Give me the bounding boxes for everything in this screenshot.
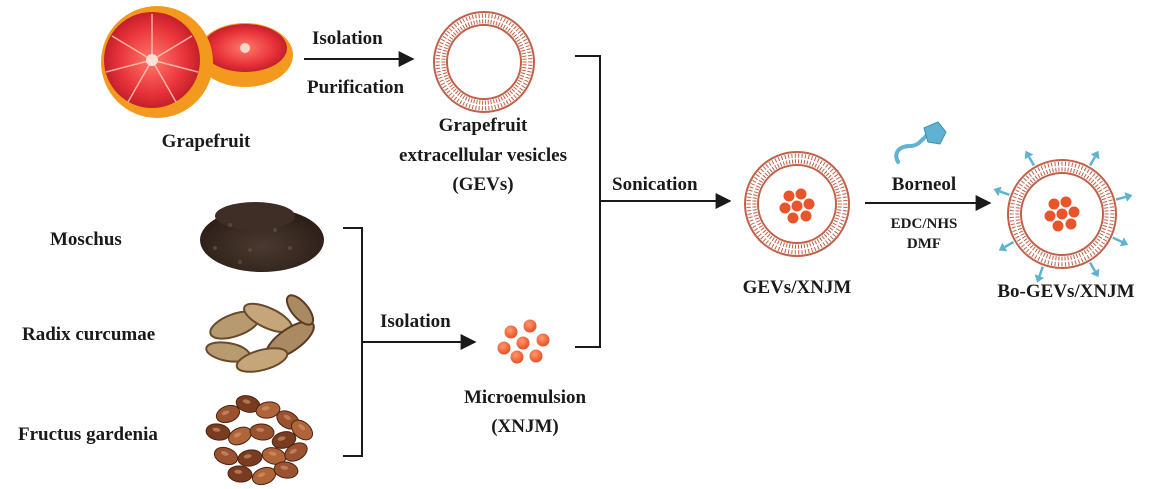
sonication-label: Sonication	[612, 174, 698, 195]
microemulsion-droplets	[497, 319, 550, 364]
fructus-gardenia-image	[205, 395, 314, 486]
gev-label-line3: (GEVs)	[452, 174, 513, 195]
moschus-image	[200, 202, 324, 272]
grapefruit-image	[101, 6, 293, 118]
purification-label: Purification	[307, 77, 405, 98]
bo-gevs-xnjm-label: Bo-GEVs/XNJM	[997, 281, 1134, 302]
borneol-icon	[894, 121, 947, 164]
radix-curcumae-label: Radix curcumae	[22, 324, 155, 345]
edc-nhs-label: EDC/NHS	[891, 216, 958, 232]
fructus-gardenia-label: Fructus gardenia	[18, 424, 158, 445]
isolation-bottom-label: Isolation	[380, 311, 451, 332]
gevs-xnjm-vesicle	[741, 148, 853, 260]
radix-curcumae-image	[205, 294, 315, 373]
microemulsion-label-line2: (XNJM)	[491, 416, 559, 437]
bo-gevs-xnjm-vesicle	[993, 150, 1133, 283]
microemulsion-label-line1: Microemulsion	[464, 387, 587, 408]
isolation-top-label: Isolation	[312, 28, 383, 49]
combine-bracket	[575, 55, 601, 348]
moschus-label: Moschus	[50, 229, 122, 250]
herbs-bracket	[343, 227, 363, 457]
gevs-xnjm-label: GEVs/XNJM	[743, 277, 852, 298]
borneol-label: Borneol	[892, 174, 956, 195]
gev-label-line2: extracellular vesicles	[399, 145, 567, 166]
gev-vesicle	[430, 8, 538, 116]
dmf-label: DMF	[907, 236, 941, 252]
grapefruit-label: Grapefruit	[162, 131, 251, 152]
gev-label-line1: Grapefruit	[439, 115, 528, 136]
